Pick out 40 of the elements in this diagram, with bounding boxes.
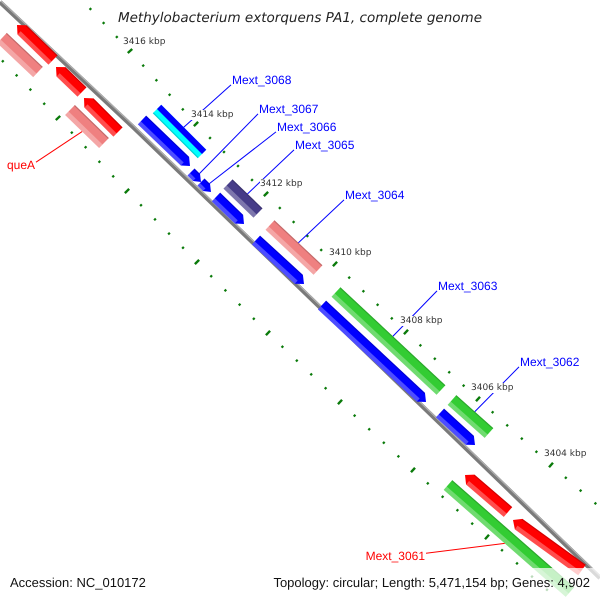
gene-label: Mext_3064	[345, 188, 404, 202]
tick-label: 3408 kbp	[400, 316, 442, 326]
footer-text: Accession: NC_010172	[10, 574, 146, 590]
leader-line	[199, 113, 258, 174]
tick-label: 3406 kbp	[471, 383, 514, 393]
gene-label: Mext_3061	[366, 549, 425, 563]
gene-feature	[266, 220, 322, 275]
gene-feature	[318, 300, 426, 402]
gene-label: Mext_3062	[520, 355, 580, 369]
gene-feature	[138, 116, 190, 166]
leader-line	[209, 131, 276, 184]
gene-feature	[187, 168, 201, 182]
gene-label: Mext_3063	[438, 279, 498, 293]
gene-feature	[212, 192, 244, 224]
gene-feature	[465, 474, 512, 517]
gene-feature	[17, 25, 58, 65]
gene-feature	[252, 236, 304, 284]
gene-feature	[197, 178, 211, 192]
gene-feature	[56, 67, 86, 97]
leader-line	[36, 131, 83, 163]
gene-label: Mext_3065	[295, 138, 354, 152]
tick-label: 3404 kbp	[544, 449, 586, 459]
leader-line	[247, 149, 294, 194]
tick-label: 3410 kbp	[329, 248, 372, 258]
gene-feature	[0, 32, 43, 78]
gene-label: Mext_3067	[259, 102, 318, 116]
tick-label: 3412 kbp	[260, 179, 302, 189]
gene-feature	[65, 104, 109, 148]
gene-feature	[436, 408, 475, 445]
gene-feature	[84, 98, 123, 137]
tick-label: 3414 kbp	[191, 110, 234, 120]
map-title: Methylobacterium extorquens PA1, complete genome	[116, 10, 484, 26]
tick-label: 3416 kbp	[123, 37, 166, 47]
gene-feature	[448, 395, 494, 438]
gene-label: Mext_3068	[232, 73, 292, 87]
gene-label: queA	[6, 158, 35, 172]
leader-line	[426, 542, 506, 554]
leader-line	[298, 199, 344, 244]
gene-label: Mext_3066	[277, 120, 336, 134]
footer-text: Topology: circular; Length: 5,471,154 bp; Genes: 4,902	[273, 574, 590, 590]
